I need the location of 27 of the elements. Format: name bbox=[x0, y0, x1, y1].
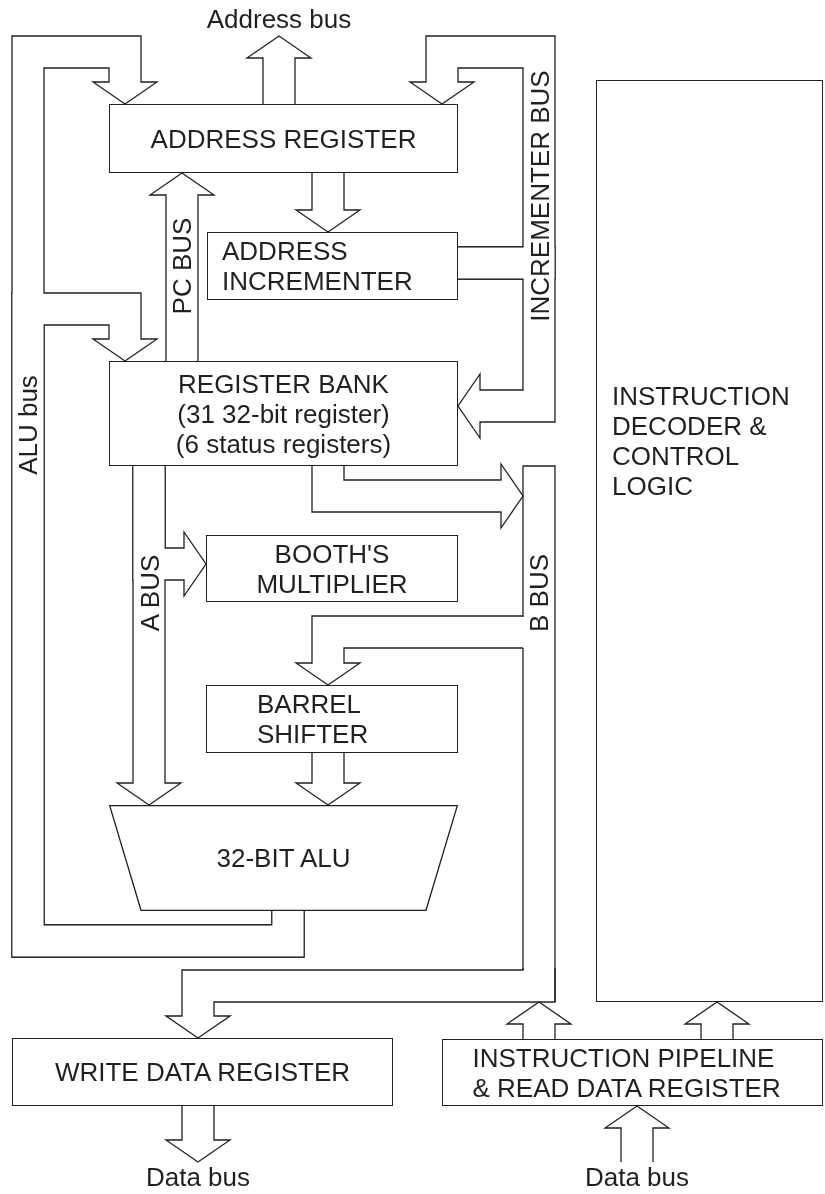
pipeline-box bbox=[442, 1039, 823, 1106]
block-label: BARREL SHIFTER bbox=[257, 689, 370, 749]
block-title: REGISTER BANK bbox=[178, 368, 389, 399]
register-bank-box bbox=[109, 361, 458, 466]
shifter-box bbox=[206, 685, 458, 753]
edge-label: INCREMENTER BUS bbox=[527, 70, 553, 322]
block-label: (31 32-bit register) bbox=[177, 398, 390, 429]
block-label: WRITE DATA REGISTER bbox=[54, 1057, 351, 1087]
block-label: INSTRUCTION PIPELINE & READ DATA REGISTER bbox=[472, 1042, 782, 1103]
bus-label: Data bus bbox=[577, 1162, 697, 1192]
bus-label: B BUS bbox=[526, 554, 552, 632]
block-label: ADDRESS REGISTER bbox=[150, 123, 417, 154]
register-box bbox=[12, 1038, 393, 1106]
bus-label: Address bus bbox=[199, 4, 359, 36]
block-label: ADDRESS INCREMENTER bbox=[222, 236, 414, 296]
edge-label: A BUS bbox=[137, 554, 163, 632]
bus-label: Data bus bbox=[138, 1162, 258, 1192]
block-label: BOOTH'S MULTIPLIER bbox=[255, 538, 409, 599]
block-label: INSTRUCTION DECODER & CONTROL LOGIC bbox=[612, 381, 791, 501]
edge-label: PC BUS bbox=[169, 217, 195, 315]
register-box bbox=[109, 104, 458, 173]
incrementer-box bbox=[207, 232, 458, 300]
block-label: 32-BIT ALU bbox=[216, 843, 351, 873]
edge-label: ALU bus bbox=[15, 375, 41, 475]
multiplier-box bbox=[206, 535, 458, 602]
block-label: (6 status registers) bbox=[175, 428, 392, 459]
control-logic-box bbox=[596, 80, 823, 1002]
